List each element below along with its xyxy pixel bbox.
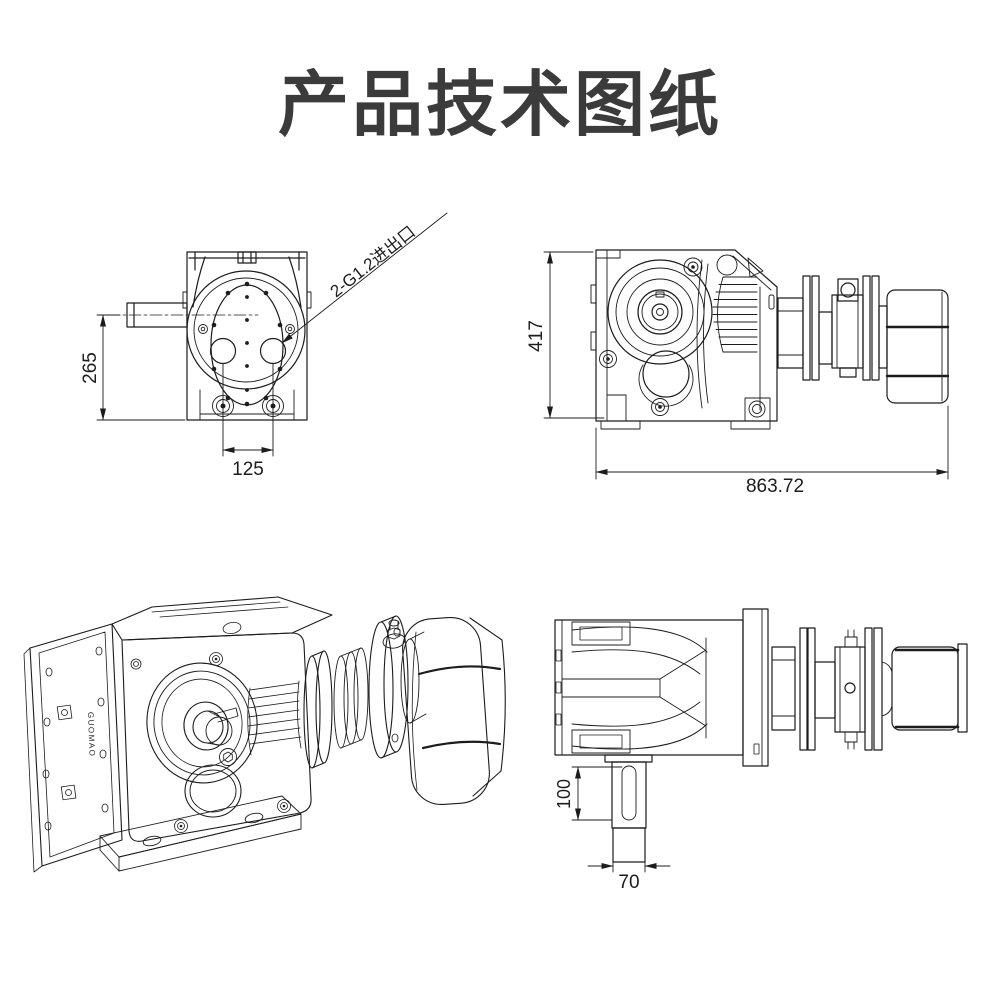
dim-text-100: 100 xyxy=(554,779,574,809)
front-housing xyxy=(182,251,312,421)
side-view: 417 863.72 xyxy=(526,249,950,497)
dimension-70: 70 xyxy=(587,861,671,893)
side-housing xyxy=(590,249,778,430)
dimension-125: 125 xyxy=(222,363,274,480)
iso-bolts xyxy=(130,652,291,833)
dim-text-265: 265 xyxy=(80,352,101,384)
top-view: 100 70 xyxy=(554,608,968,893)
side-output-bore xyxy=(607,259,713,365)
front-input-shaft xyxy=(107,302,259,328)
top-motor-train xyxy=(771,627,968,751)
dim-text-125: 125 xyxy=(232,459,264,480)
dimension-863: 863.72 xyxy=(595,405,949,497)
side-lower-boss xyxy=(638,350,694,407)
side-motor-body xyxy=(885,289,950,404)
dimension-417: 417 xyxy=(526,251,605,419)
side-motor-train xyxy=(777,275,950,404)
oil-port-left xyxy=(209,337,237,365)
iso-hex-bolt xyxy=(382,619,406,649)
isometric-view: GUOMAO xyxy=(23,596,506,873)
front-flange-circle xyxy=(186,270,306,406)
top-output-shaft xyxy=(604,754,653,863)
top-motor-body xyxy=(891,643,968,733)
dim-text-70: 70 xyxy=(618,872,639,893)
top-housing xyxy=(554,608,769,767)
iso-flange-discs xyxy=(303,615,427,769)
dim-text-417: 417 xyxy=(526,320,547,352)
iso-cooling-fins xyxy=(247,680,302,756)
iso-motor-body xyxy=(402,616,506,806)
side-cooling-fins xyxy=(712,276,758,353)
drawing-canvas: 265 125 2-G1.2进出口 xyxy=(23,212,968,893)
iso-lower-boss xyxy=(184,764,242,818)
iso-output-bore xyxy=(146,662,258,784)
front-bolt-pattern xyxy=(211,281,283,407)
port-annotation-text: 2-G1.2进出口 xyxy=(327,222,419,301)
oil-port-right xyxy=(259,337,287,365)
side-bolts xyxy=(599,254,771,422)
iso-base-feet xyxy=(99,795,302,872)
casting-mark-text: GUOMAO xyxy=(86,712,97,758)
dim-text-863: 863.72 xyxy=(746,476,804,497)
dimension-100: 100 xyxy=(554,766,623,821)
front-view: 265 125 2-G1.2进出口 xyxy=(80,212,448,480)
iso-housing xyxy=(111,596,333,842)
front-side-holes xyxy=(198,324,295,334)
dimension-265: 265 xyxy=(80,314,186,421)
page-title: 产品技术图纸 xyxy=(277,66,722,145)
